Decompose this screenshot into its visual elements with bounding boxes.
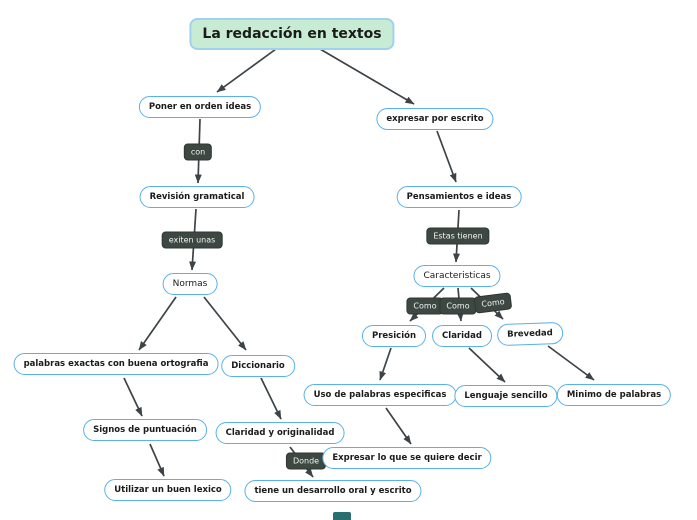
node-claridad-y-originalidad[interactable]: Claridad y originalidad (215, 422, 345, 444)
node-normas[interactable]: Normas (162, 273, 218, 295)
edge-diccionario-to-claridad-y-originalidad (260, 377, 282, 420)
node-palabras-exactas[interactable]: palabras exactas con buena ortografia (13, 353, 219, 375)
edge-uso-de-palabras-especificas-to-expresar-lo-que-se-quiere-decir (385, 407, 412, 445)
edge-normas-to-diccionario (203, 296, 247, 351)
node-estas-tienen[interactable]: Estas tienen (426, 227, 490, 245)
node-caracteristicas[interactable]: Caracteristicas (413, 265, 501, 287)
node-donde[interactable]: Donde (285, 452, 327, 470)
edge-brevedad-to-minimo-de-palabras (547, 345, 595, 381)
edge-palabras-exactas-to-signos-de-puntuacion (123, 377, 143, 417)
edge-claridad-to-lenguaje-sencillo (468, 347, 506, 383)
node-utilizar-un-buen-lexico[interactable]: Utilizar un buen lexico (104, 479, 232, 501)
node-como-2[interactable]: Como (439, 297, 477, 315)
node-tiene-un-desarrollo[interactable]: tiene un desarrollo oral y escrito (244, 480, 422, 502)
node-signos-de-puntuacion[interactable]: Signos de puntuación (83, 419, 207, 441)
edge-normas-to-palabras-exactas (138, 296, 177, 351)
node-exiten-unas[interactable]: exiten unas (161, 231, 223, 249)
node-revision-gramatical[interactable]: Revisión gramatical (139, 186, 255, 208)
node-minimo-de-palabras[interactable]: Minimo de palabras (556, 384, 672, 406)
node-pensamientos-e-ideas[interactable]: Pensamientos e ideas (396, 186, 522, 208)
edge-expresar-por-escrito-to-pensamientos-e-ideas (436, 130, 457, 183)
edge-signos-de-puntuacion-to-utilizar-un-buen-lexico (149, 443, 165, 477)
edge-la-redaccion-en-textos-to-poner-en-orden-ideas (216, 48, 277, 93)
node-la-redaccion-en-textos[interactable]: La redacción en textos (189, 18, 395, 50)
node-brevedad[interactable]: Brevedad (496, 321, 564, 347)
node-poner-en-orden-ideas[interactable]: Poner en orden ideas (138, 96, 262, 118)
node-expresar-lo-que-se-quiere-decir[interactable]: Expresar lo que se quiere decir (322, 447, 492, 469)
app-edge-artifact (333, 512, 351, 520)
node-diccionario[interactable]: Diccionario (221, 355, 295, 377)
node-uso-de-palabras-especificas[interactable]: Uso de palabras especificas (303, 384, 457, 406)
node-claridad[interactable]: Claridad (432, 325, 492, 347)
node-expresar-por-escrito[interactable]: expresar por escrito (376, 108, 494, 130)
node-lenguaje-sencillo[interactable]: Lenguaje sencillo (454, 385, 558, 407)
node-con[interactable]: con (183, 143, 213, 161)
edge-presicion-to-uso-de-palabras-especificas (379, 347, 392, 381)
edge-la-redaccion-en-textos-to-expresar-por-escrito (319, 48, 415, 105)
node-presicion[interactable]: Presición (361, 325, 427, 347)
node-como-1[interactable]: Como (406, 297, 444, 315)
